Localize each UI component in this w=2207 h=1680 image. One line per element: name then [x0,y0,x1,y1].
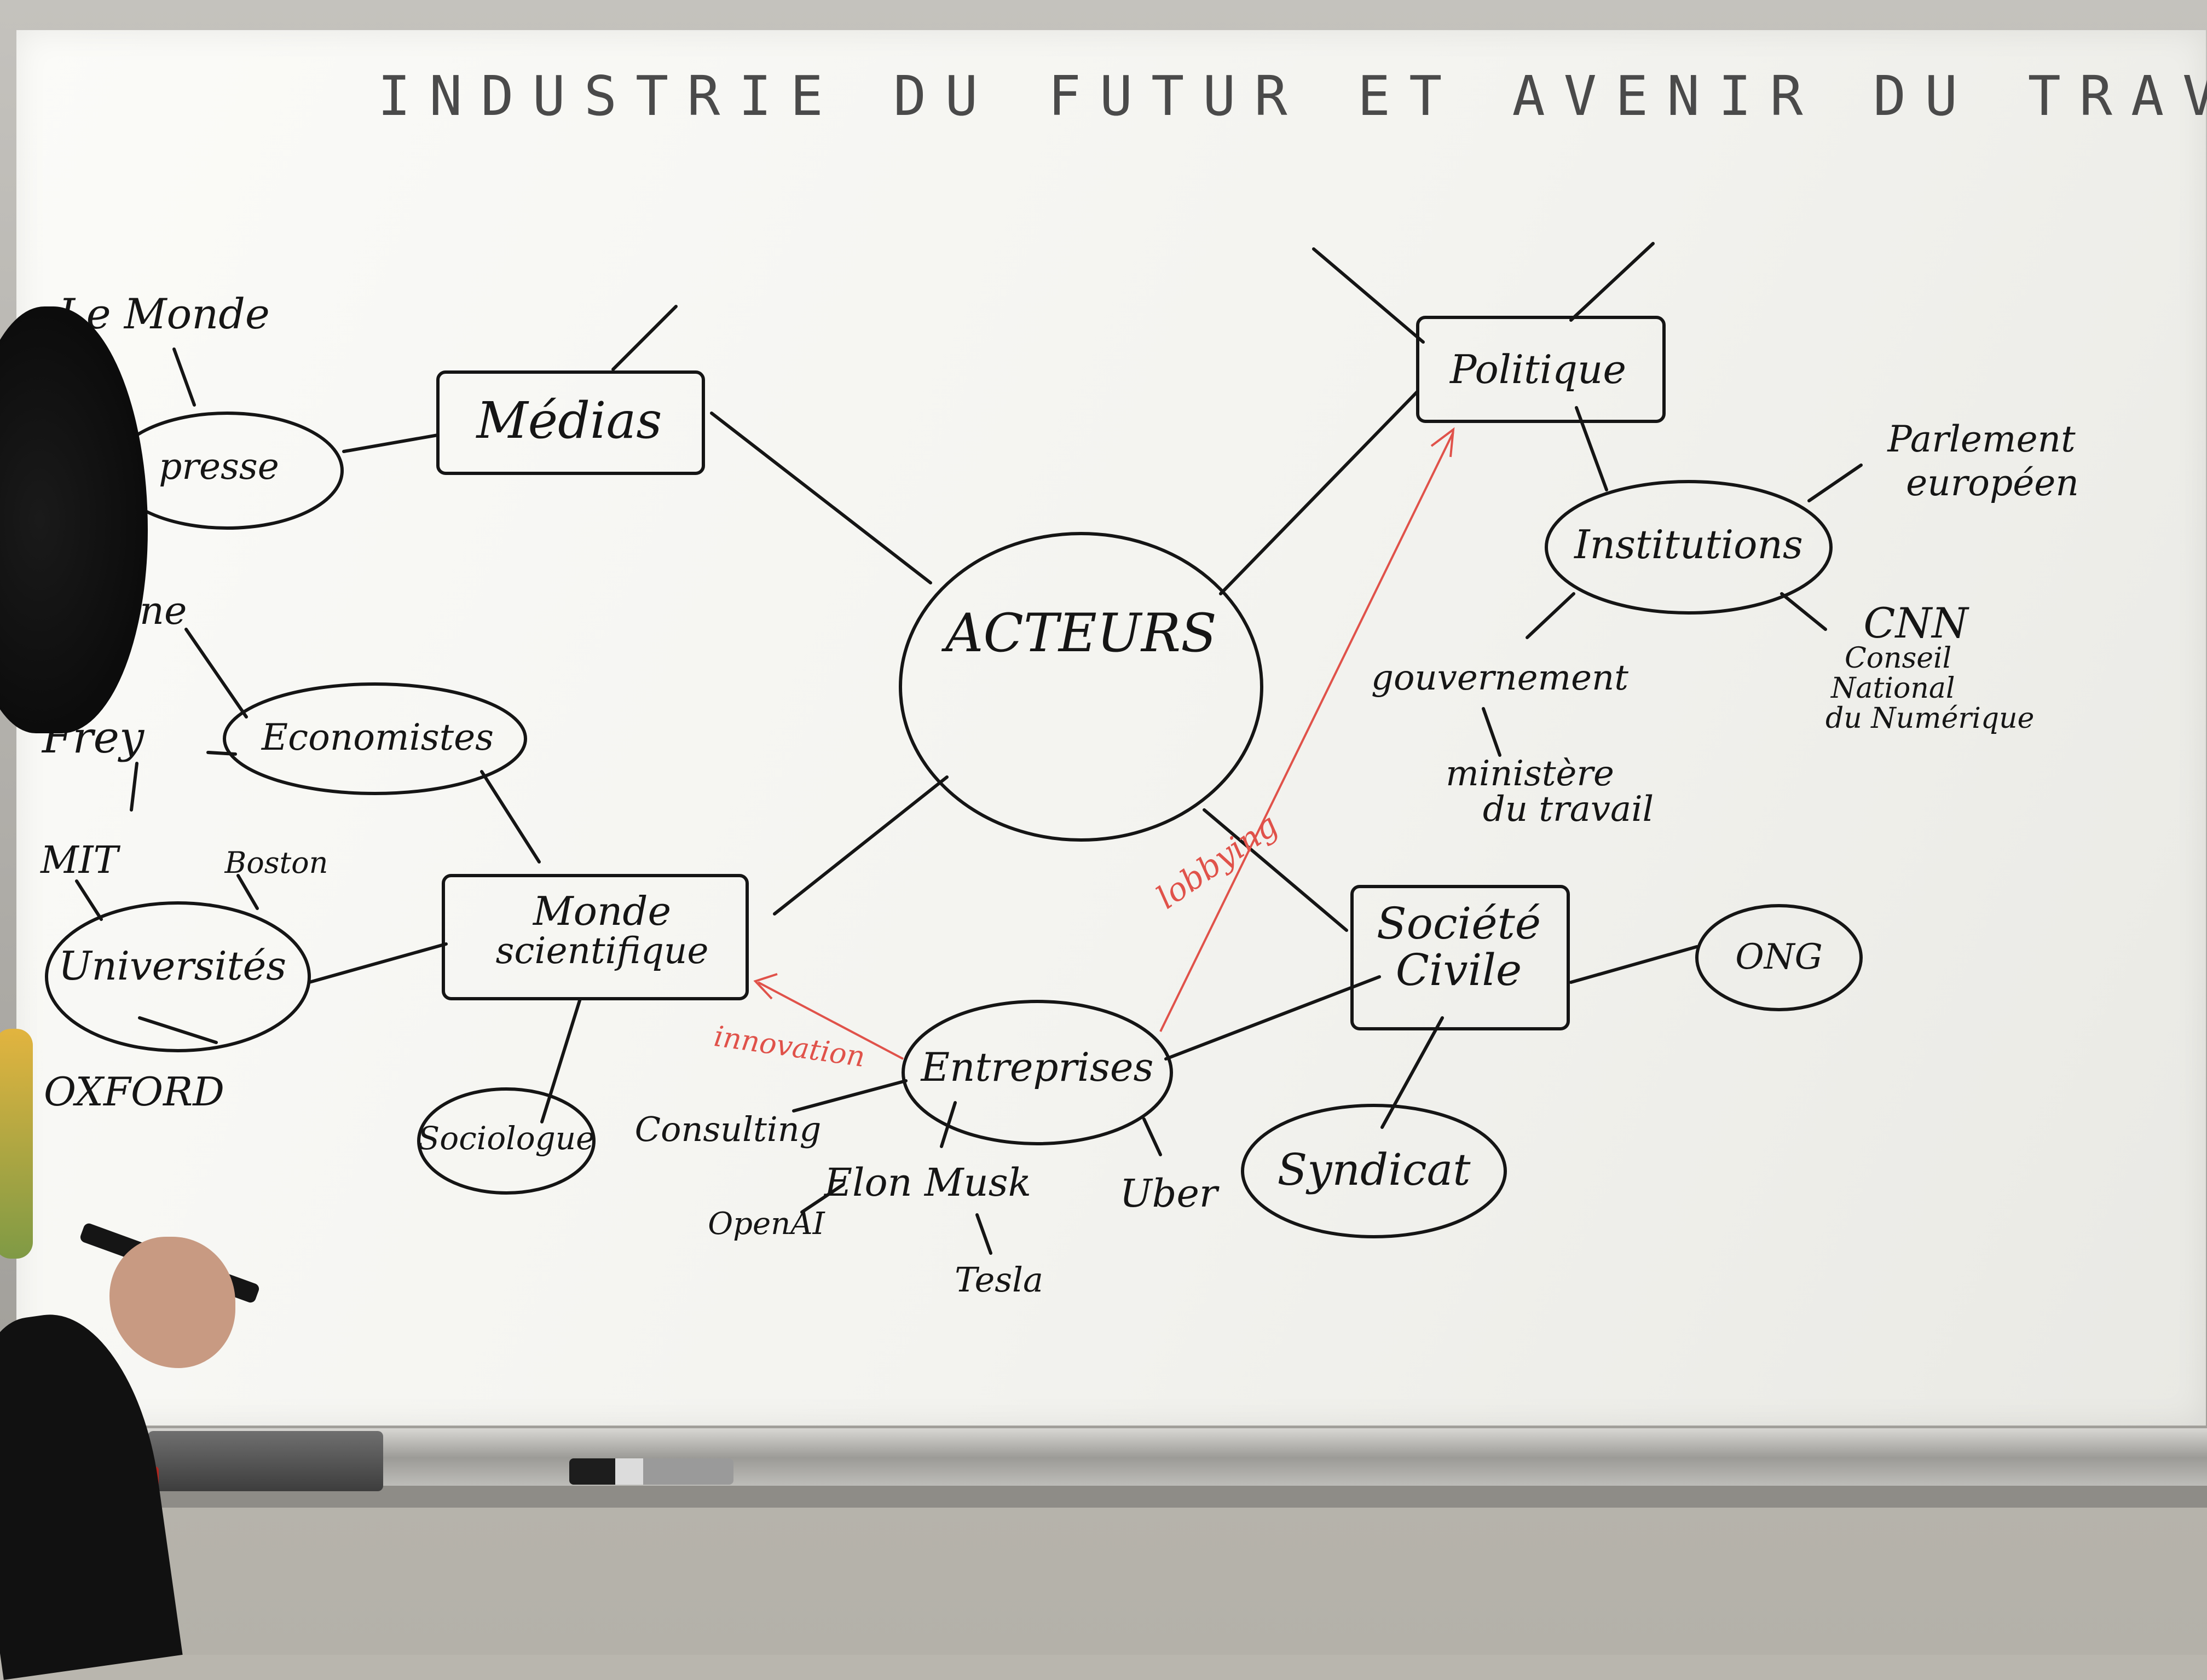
politique-box [1416,316,1666,423]
medias-label: Médias [475,391,662,450]
flower-bouquet [0,1029,33,1259]
economistes-ellipse [223,682,527,795]
whiteboard [16,30,2206,1426]
link-institutions-parlement [1807,464,1863,502]
link-presse-lemonde [172,347,196,407]
parlement-label-line2: européen [1906,462,2079,504]
entreprises-ellipse [902,1000,1173,1145]
link-acteurs-politique [1219,390,1419,595]
societe-civile-line1: Société [1377,898,1541,949]
tesla-label: Tesla [955,1260,1043,1300]
syndicat-ellipse [1241,1104,1507,1238]
link-monde-scientifique-sociologue [540,997,582,1123]
monde-scientifique-line2: scientifique [496,930,709,972]
sociologue-ellipse [417,1087,596,1195]
societe-civile-line2: Civile [1396,945,1522,995]
link-societe-civile-ong [1569,945,1698,984]
board-title: INDUSTRIE DU FUTUR ET AVENIR DU TRAVAIL [378,64,2207,128]
link-acteurs-monde-scientifique [773,775,949,916]
link-universites-boston [236,874,259,910]
link-societe-civile-syndicat [1380,1016,1444,1129]
eraser [148,1431,383,1491]
link-entreprises-uber [1142,1117,1162,1156]
sociologue-label: Sociologue [418,1120,595,1157]
ong-ellipse [1695,904,1863,1011]
link-acteurs-medias [710,412,932,584]
link-politique-stub-left [1312,247,1425,344]
ong-label: ONG [1735,937,1823,977]
acteurs-circle [899,532,1263,842]
link-universites-mit [75,879,103,921]
universites-ellipse [45,901,311,1052]
connector-lines [75,242,1863,1255]
parlement-label-line1: Parlement [1887,418,2076,460]
cnn-full-line3: du Numérique [1825,702,2034,735]
center-label: ACTEURS [941,603,1217,664]
link-gouvernement-ministere [1482,707,1501,757]
societe-civile-box [1350,885,1570,1030]
syndicat-label: Syndicat [1278,1144,1471,1195]
consulting-label: Consulting [635,1109,822,1149]
cnn-label: CNN [1863,599,1969,647]
politique-label: Politique [1449,346,1626,392]
link-universites-oxford [138,1016,218,1044]
institutions-label: Institutions [1573,522,1803,567]
monde-scientifique-box [442,874,749,1000]
uber-label: Uber [1120,1171,1220,1216]
innovation-arrow [758,981,904,1060]
boston-label: Boston [224,845,328,880]
link-elon-musk-tesla [975,1213,992,1255]
link-institutions-gouvernement [1526,592,1575,639]
oxford-label: OXFORD [44,1069,224,1115]
innovation-arrowhead [753,973,778,1000]
link-acteurs-societe-civile [1203,808,1348,932]
cnn-full-line1: Conseil [1845,642,1951,675]
entreprises-label: Entreprises [920,1044,1154,1090]
monde-scientifique-line1: Monde [532,888,671,934]
link-elon-musk-openai [800,1183,845,1214]
presse-label: presse [159,445,279,488]
link-economistes-osterne [184,628,248,719]
elon-musk-label: Elon Musk [823,1160,1031,1205]
link-entreprises-societe-civile [1164,975,1381,1061]
link-economistes-monde-scientifique [480,770,541,864]
ministere-label-line1: ministère [1446,754,1614,794]
lobbying-arrowhead [1430,427,1455,457]
link-entreprises-consulting [792,1079,908,1113]
lobbying-arrow [1159,432,1454,1032]
link-universites-monde-scientifique [308,942,448,984]
person-hand [109,1237,235,1368]
medias-box [436,370,705,475]
economistes-label: Economistes [261,716,494,758]
gouvernement-label: gouvernement [1371,658,1628,698]
cnn-full-line2: National [1830,672,1955,705]
link-medias-stub [611,305,678,371]
link-politique-stub-right [1569,242,1655,322]
black-marker [569,1458,733,1485]
link-frey-stub [130,762,138,812]
universites-label: Universités [59,943,286,989]
institutions-ellipse [1545,480,1833,615]
node-labels: ACTEURS Médias presse Le Monde Politique… [32,289,2079,1300]
ministere-label-line2: du travail [1483,789,1654,830]
openai-label: OpenAI [708,1206,825,1242]
link-institutions-cnn [1780,592,1827,631]
link-medias-presse [342,433,440,453]
red-arrows [753,427,1455,1060]
mit-label: MIT [39,839,120,882]
